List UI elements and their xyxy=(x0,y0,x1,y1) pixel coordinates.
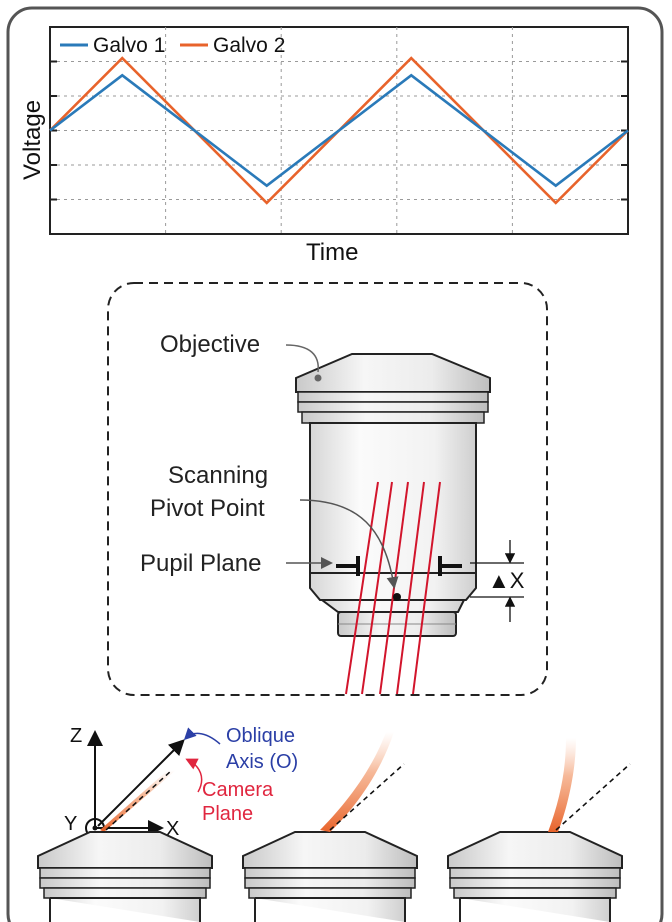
x-axis-label-bottom: X xyxy=(166,818,179,840)
camera-plane-sheet xyxy=(100,770,176,832)
objective-top-1 xyxy=(37,831,213,922)
camera-plane-line-2 xyxy=(329,763,405,831)
pupil-plane-label: Pupil Plane xyxy=(140,550,261,577)
objective-body xyxy=(309,422,477,574)
objective-leader xyxy=(285,344,319,373)
oblique-leader xyxy=(183,727,221,745)
camera-plane-line xyxy=(105,769,173,831)
light-sheet-2 xyxy=(320,732,394,832)
camera-plane-line-3 xyxy=(555,763,631,831)
pivot-label-line1: Scanning xyxy=(168,462,268,489)
legend-label-galvo-1: Galvo 1 xyxy=(93,34,165,57)
objective-label: Objective xyxy=(160,331,260,358)
bottom-row: Z Y X Oblique Axis (O) Camera Plane xyxy=(37,725,631,922)
objective-ring-2 xyxy=(297,401,489,413)
oblique-label-line2: Axis (O) xyxy=(226,751,298,773)
beam-line-1 xyxy=(345,481,379,695)
legend-label-galvo-2: Galvo 2 xyxy=(213,34,285,57)
pupil-plane-markers xyxy=(336,556,462,576)
delta-x-dimension xyxy=(470,540,524,622)
objective-ring-1 xyxy=(297,391,489,403)
voltage-time-chart: Galvo 1 Galvo 2 Voltage Time xyxy=(19,26,629,266)
objective-leader-dot xyxy=(314,374,322,382)
objective-illustration xyxy=(295,353,491,637)
delta-x-label: ▲X xyxy=(488,568,525,593)
y-axis-dot xyxy=(92,825,98,831)
camera-leader xyxy=(185,758,203,793)
x-axis-label: Time xyxy=(306,239,358,266)
oblique-label-line1: Oblique xyxy=(226,725,295,747)
pivot-point xyxy=(393,593,401,601)
pivot-leader xyxy=(299,499,399,589)
y-axis-label-bottom: Y xyxy=(64,813,77,835)
camera-label-line1: Camera xyxy=(202,779,274,801)
objective-top-2 xyxy=(242,831,418,922)
beam-line-5 xyxy=(412,481,441,695)
objective-tops xyxy=(37,831,623,922)
series-line-galvo-1 xyxy=(49,73,629,188)
light-sheet-3 xyxy=(548,738,576,832)
pivot-label-line2: Pivot Point xyxy=(150,495,265,522)
objective-cap xyxy=(295,353,491,393)
z-axis-label: Z xyxy=(70,725,82,747)
chart-series xyxy=(49,56,629,205)
oblique-axis-arrow xyxy=(97,739,185,827)
beam-line-2 xyxy=(361,481,393,695)
objective-top-3 xyxy=(447,831,623,922)
y-axis-label: Voltage xyxy=(19,100,46,180)
camera-label-line2: Plane xyxy=(202,803,253,825)
chart-legend: Galvo 1 Galvo 2 xyxy=(60,34,285,57)
beam-line-4 xyxy=(396,481,425,695)
objective-neck xyxy=(319,599,466,613)
pupil-plane-inset: Objective Scanning Pivot Point Pupil Pla… xyxy=(107,282,548,696)
objective-ring-3 xyxy=(301,411,485,424)
